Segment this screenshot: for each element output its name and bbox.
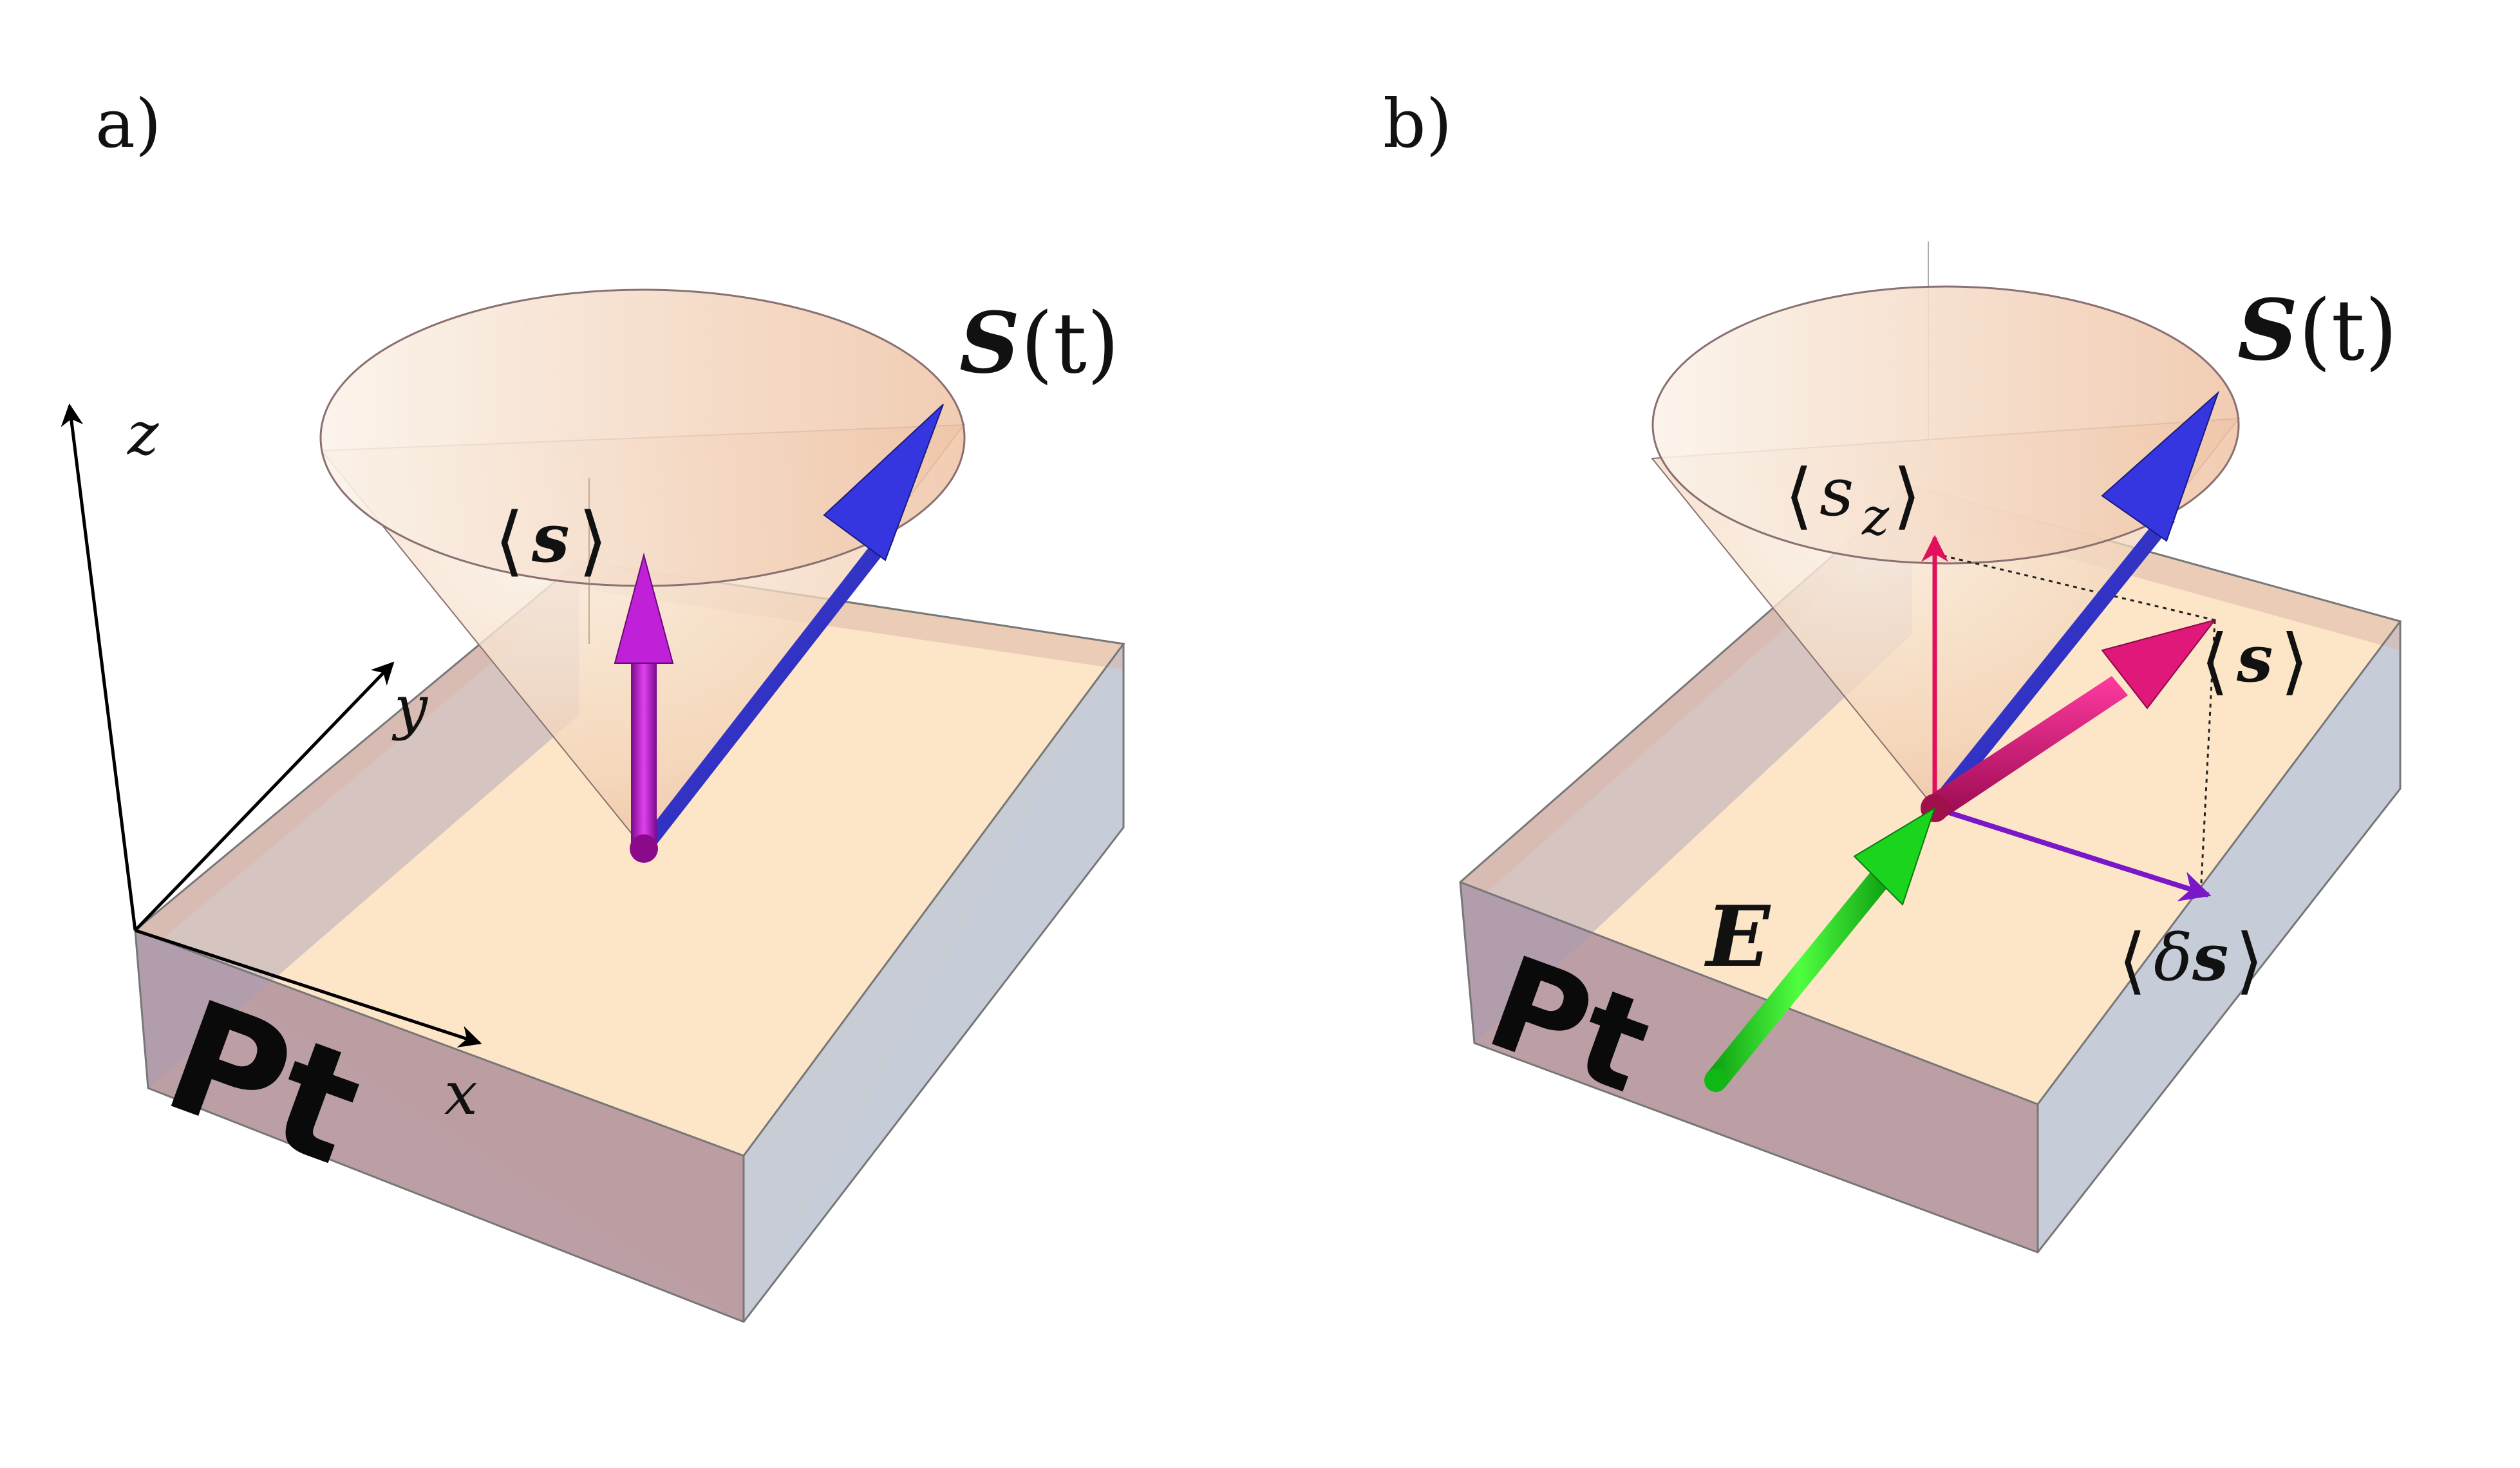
spin-argument: (t) bbox=[2299, 281, 2398, 379]
z-axis-label: z bbox=[127, 399, 159, 468]
bracket-open: ⟨ bbox=[1785, 454, 1813, 538]
bracket-open: ⟨ bbox=[2201, 619, 2229, 703]
spin-label-b: S (t) bbox=[2237, 281, 2398, 379]
x-axis bbox=[135, 928, 482, 1048]
block-edges bbox=[1459, 485, 2402, 1254]
pt-block-a bbox=[134, 560, 1125, 1323]
delta-symbol: δ bbox=[2154, 920, 2192, 995]
avg-spin-arrow-shaft bbox=[1925, 676, 2128, 818]
x-axis-label: x bbox=[444, 1059, 478, 1128]
spin-arrow-a bbox=[637, 404, 944, 852]
spin-arrow-head bbox=[823, 404, 944, 561]
block-back-face bbox=[135, 561, 579, 1088]
spin-argument: (t) bbox=[1020, 294, 1120, 392]
panel-b: b) Pt bbox=[1383, 84, 2402, 1254]
bracket-close: ⟩ bbox=[2235, 919, 2264, 1002]
spin-symbol: S bbox=[959, 294, 1020, 392]
panel-b-label: b) bbox=[1383, 84, 1452, 163]
block-side-face bbox=[2038, 621, 2400, 1252]
bracket-open: ⟨ bbox=[494, 496, 524, 585]
block-front-face bbox=[1460, 882, 2038, 1252]
spin-arrow-shaft bbox=[637, 532, 894, 852]
avg-spin-arrow-a bbox=[614, 552, 674, 863]
field-arrow bbox=[1704, 806, 1936, 1092]
precession-cone-b bbox=[1651, 285, 2241, 809]
bracket-close: ⟩ bbox=[578, 496, 608, 585]
bracket-close: ⟩ bbox=[1893, 454, 1921, 538]
axes-a: z y x bbox=[61, 399, 482, 1128]
dspin-label: ⟨ δ s ⟩ bbox=[2118, 919, 2264, 1002]
panel-a-label: a) bbox=[95, 84, 162, 163]
field-arrow-shaft bbox=[1706, 867, 1893, 1087]
avg-spin-arrow-b bbox=[1921, 619, 2217, 822]
spin-symbol: S bbox=[2237, 281, 2298, 379]
sz-projection-dotted bbox=[1934, 552, 2215, 621]
field-arrow-head bbox=[1853, 806, 1936, 906]
spin-label-a: S (t) bbox=[959, 294, 1120, 392]
projection-guides bbox=[1934, 552, 2216, 896]
avg-spin-arrow-head bbox=[614, 552, 674, 664]
cone-rim bbox=[1651, 285, 2240, 565]
sz-symbol: s bbox=[1819, 453, 1854, 531]
spin-arrow-b bbox=[1928, 390, 2220, 813]
y-axis bbox=[134, 661, 395, 932]
bracket-close: ⟩ bbox=[2280, 619, 2309, 703]
field-label: E bbox=[1704, 887, 1771, 986]
arrow-origin bbox=[630, 834, 658, 863]
sz-subscript: z bbox=[1861, 487, 1890, 547]
dspin-symbol: s bbox=[2192, 919, 2228, 995]
z-axis bbox=[61, 403, 137, 931]
sz-label: ⟨ s z ⟩ bbox=[1785, 453, 1921, 547]
avg-spin-symbol: s bbox=[2236, 621, 2273, 697]
avg-spin-label-a: ⟨ s ⟩ bbox=[494, 496, 608, 585]
avg-spin-arrow-head bbox=[2101, 619, 2217, 710]
block-front-face bbox=[135, 930, 744, 1322]
block-side-face bbox=[744, 644, 1124, 1322]
spin-arrow-head bbox=[2101, 390, 2220, 542]
bracket-open: ⟨ bbox=[2118, 919, 2147, 1002]
avg-spin-arrow-shaft bbox=[631, 657, 657, 849]
y-axis-label: y bbox=[391, 673, 428, 742]
field-arrow-tail bbox=[1704, 1069, 1727, 1092]
spin-arrow-shaft bbox=[1928, 513, 2175, 813]
avg-spin-label-b: ⟨ s ⟩ bbox=[2201, 619, 2309, 703]
avg-spin-symbol: s bbox=[531, 498, 570, 578]
dspin-arrow bbox=[1933, 805, 2212, 901]
ds-projection-dotted bbox=[2199, 619, 2216, 896]
panel-a: a) Pt z y x bbox=[61, 84, 1125, 1323]
